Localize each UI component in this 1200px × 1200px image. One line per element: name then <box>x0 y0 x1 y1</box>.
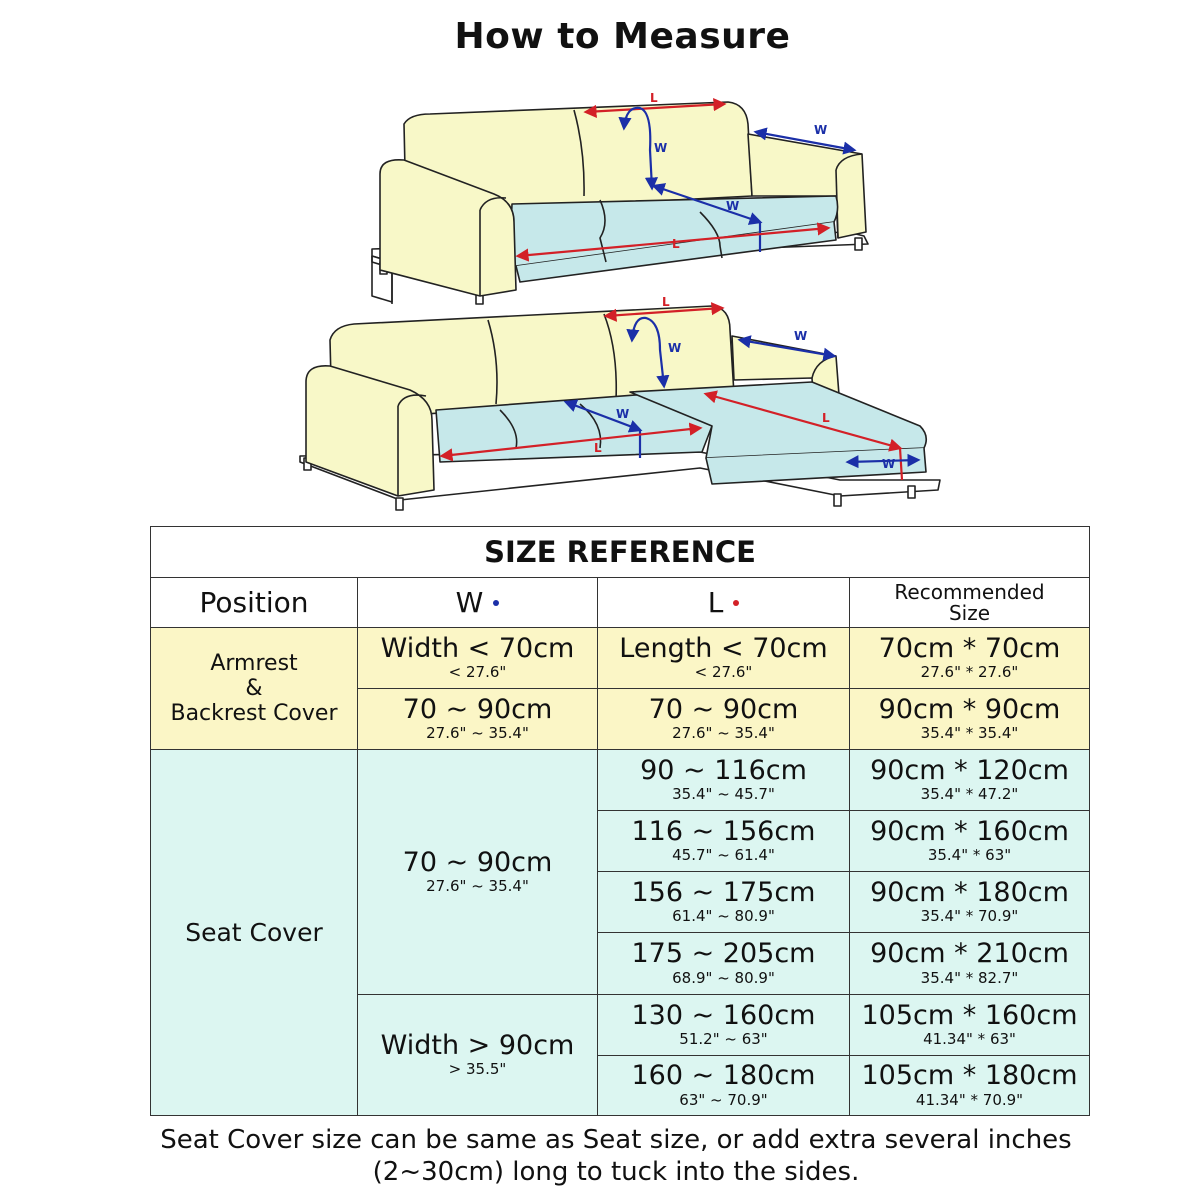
cell-sub: 35.4" ~ 45.7" <box>672 785 775 804</box>
seat-l-cell: 116 ~ 156cm 45.7" ~ 61.4" <box>597 810 850 872</box>
cell-sub: 27.6" * 27.6" <box>920 663 1019 682</box>
seat-rec-cell: 90cm * 120cm 35.4" * 47.2" <box>849 749 1090 811</box>
l-label: L <box>822 411 830 425</box>
cell-sub: 35.4" * 35.4" <box>920 724 1019 743</box>
armrest-line: & <box>245 676 263 701</box>
w-label: W <box>882 457 895 471</box>
armrest-rec-cell: 70cm * 70cm 27.6" * 27.6" <box>849 627 1090 689</box>
armrest-rec-cell: 90cm * 90cm 35.4" * 35.4" <box>849 688 1090 750</box>
cell-main: 70 ~ 90cm <box>402 846 553 878</box>
cell-main: 156 ~ 175cm <box>631 876 816 908</box>
cell-main: Length < 70cm <box>619 632 828 664</box>
sofa-measurement-diagram: L W W W L L W W W L L W <box>299 91 941 511</box>
l-label: L <box>672 237 680 251</box>
cell-sub: 68.9" ~ 80.9" <box>672 968 775 987</box>
cell-sub: > 35.5" <box>448 1060 507 1079</box>
l-label: L <box>594 441 602 455</box>
header-l: L <box>597 577 850 628</box>
table-caption: SIZE REFERENCE <box>150 526 1090 578</box>
cell-main: 160 ~ 180cm <box>631 1060 816 1092</box>
cell-sub: 27.6" ~ 35.4" <box>672 724 775 743</box>
header-rec-line2: Size <box>948 600 991 625</box>
cell-main: 70cm * 70cm <box>878 632 1061 664</box>
seat-rec-cell: 90cm * 210cm 35.4" * 82.7" <box>849 932 1090 995</box>
footnote-line1: Seat Cover size can be same as Seat size… <box>160 1125 1072 1155</box>
armrest-l-cell: 70 ~ 90cm 27.6" ~ 35.4" <box>597 688 850 750</box>
w-dot-icon <box>493 599 500 606</box>
armrest-position-cell: Armrest & Backrest Cover <box>150 627 358 750</box>
header-l-label: L <box>707 586 724 619</box>
cell-sub: 35.4" * 47.2" <box>920 785 1019 804</box>
armrest-line: Armrest <box>210 651 298 676</box>
seat-position-cell: Seat Cover <box>150 749 358 1116</box>
armrest-l-cell: Length < 70cm < 27.6" <box>597 627 850 689</box>
cell-sub: 45.7" ~ 61.4" <box>672 846 775 865</box>
cell-sub: < 27.6" <box>448 663 507 682</box>
seat-position-label: Seat Cover <box>185 918 323 947</box>
cell-main: 175 ~ 205cm <box>631 938 816 970</box>
cell-main: 90cm * 90cm <box>878 693 1061 725</box>
w-label: W <box>726 199 739 213</box>
cell-sub: 27.6" ~ 35.4" <box>426 724 529 743</box>
cell-main: 90cm * 180cm <box>870 876 1069 908</box>
w-label: W <box>794 329 807 343</box>
cell-main: 90cm * 210cm <box>870 938 1069 970</box>
cell-sub: 41.34" * 63" <box>923 1030 1016 1049</box>
cell-sub: < 27.6" <box>694 663 753 682</box>
w-label: W <box>668 341 681 355</box>
cell-sub: 63" ~ 70.9" <box>679 1090 768 1109</box>
seat-l-cell: 90 ~ 116cm 35.4" ~ 45.7" <box>597 749 850 811</box>
l-dot-icon <box>733 599 740 606</box>
cell-main: 116 ~ 156cm <box>631 815 816 847</box>
header-w-label: W <box>455 586 484 619</box>
cell-sub: 35.4" * 70.9" <box>920 907 1019 926</box>
seat-w-group1: 70 ~ 90cm 27.6" ~ 35.4" <box>357 749 598 995</box>
l-label: L <box>650 91 658 105</box>
header-w: W <box>357 577 598 628</box>
seat-rec-cell: 90cm * 160cm 35.4" * 63" <box>849 810 1090 872</box>
seat-w-group2: Width > 90cm > 35.5" <box>357 994 598 1116</box>
cell-main: 105cm * 180cm <box>861 1060 1078 1092</box>
cell-main: 90cm * 120cm <box>870 754 1069 786</box>
size-reference-table: SIZE REFERENCE Position W L Recommended … <box>150 526 1090 1116</box>
seat-rec-cell: 105cm * 180cm 41.34" * 70.9" <box>849 1055 1090 1116</box>
w-label: W <box>814 123 827 137</box>
cell-main: 70 ~ 90cm <box>402 693 553 725</box>
w-label: W <box>616 407 629 421</box>
header-recommended-size: Recommended Size <box>849 577 1090 628</box>
seat-rec-cell: 105cm * 160cm 41.34" * 63" <box>849 994 1090 1056</box>
cell-main: 90cm * 160cm <box>870 815 1069 847</box>
footnote: Seat Cover size can be same as Seat size… <box>0 1124 1200 1188</box>
header-rec-line1: Recommended <box>894 579 1045 604</box>
cell-sub: 35.4" * 82.7" <box>920 968 1019 987</box>
footnote-line2: (2~30cm) long to tuck into the sides. <box>372 1157 860 1187</box>
cell-sub: 51.2" ~ 63" <box>679 1030 768 1049</box>
cell-main: 70 ~ 90cm <box>648 693 799 725</box>
cell-main: Width > 90cm <box>380 1029 575 1061</box>
page-title: How to Measure <box>454 16 791 57</box>
seat-l-cell: 130 ~ 160cm 51.2" ~ 63" <box>597 994 850 1056</box>
armrest-w-cell: 70 ~ 90cm 27.6" ~ 35.4" <box>357 688 598 750</box>
cell-sub: 35.4" * 63" <box>927 846 1012 865</box>
l-label: L <box>662 295 670 309</box>
seat-rec-cell: 90cm * 180cm 35.4" * 70.9" <box>849 871 1090 933</box>
w-label: W <box>654 141 667 155</box>
header-position: Position <box>150 577 358 628</box>
cell-main: 105cm * 160cm <box>861 999 1078 1031</box>
cell-main: Width < 70cm <box>380 632 575 664</box>
seat-l-cell: 160 ~ 180cm 63" ~ 70.9" <box>597 1055 850 1116</box>
cell-sub: 61.4" ~ 80.9" <box>672 907 775 926</box>
armrest-line: Backrest Cover <box>170 701 338 726</box>
seat-l-cell: 175 ~ 205cm 68.9" ~ 80.9" <box>597 932 850 995</box>
straight-sofa-illustration <box>371 101 869 305</box>
cell-main: 130 ~ 160cm <box>631 999 816 1031</box>
cell-sub: 41.34" * 70.9" <box>915 1090 1024 1109</box>
cell-sub: 27.6" ~ 35.4" <box>426 877 529 896</box>
armrest-w-cell: Width < 70cm < 27.6" <box>357 627 598 689</box>
cell-main: 90 ~ 116cm <box>640 754 807 786</box>
seat-l-cell: 156 ~ 175cm 61.4" ~ 80.9" <box>597 871 850 933</box>
